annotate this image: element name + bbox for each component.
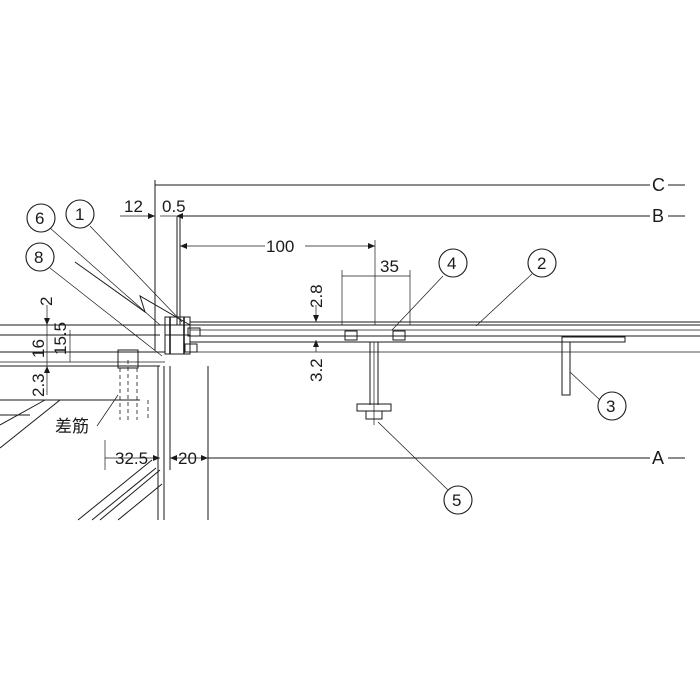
svg-text:2: 2 bbox=[537, 254, 546, 273]
dimension-16: 16 bbox=[29, 325, 48, 366]
callout-3: 3 bbox=[569, 371, 627, 421]
svg-text:32.5: 32.5 bbox=[115, 449, 148, 468]
dimension-12: 12 bbox=[120, 197, 155, 219]
dimension-32-5: 32.5 bbox=[104, 440, 160, 470]
dimension-0-5: 0.5 bbox=[160, 197, 186, 219]
svg-text:4: 4 bbox=[447, 254, 456, 273]
svg-text:3: 3 bbox=[606, 397, 615, 416]
svg-text:16: 16 bbox=[29, 339, 48, 358]
level-b-label: B bbox=[652, 206, 664, 226]
dimension-100: 100 bbox=[180, 237, 376, 325]
svg-text:12: 12 bbox=[124, 197, 143, 216]
rebar-anchor: 差筋 bbox=[55, 349, 149, 436]
level-c-label: C bbox=[652, 175, 665, 195]
callout-5: 5 bbox=[377, 421, 473, 515]
dimension-2: 2 bbox=[37, 297, 56, 325]
dimension-2-3: 2.3 bbox=[29, 366, 50, 397]
rebar-label: 差筋 bbox=[55, 417, 89, 436]
svg-text:2: 2 bbox=[37, 297, 56, 306]
deck-plate bbox=[0, 321, 700, 367]
dimension-2-8: 2.8 bbox=[307, 284, 326, 322]
callout-4: 4 bbox=[391, 248, 468, 331]
dimension-3-2: 3.2 bbox=[307, 340, 326, 382]
svg-text:2.3: 2.3 bbox=[29, 373, 48, 397]
lower-structure bbox=[0, 366, 209, 521]
svg-text:5: 5 bbox=[452, 491, 461, 510]
callout-2: 2 bbox=[475, 248, 557, 327]
callout-6: 6 bbox=[26, 203, 161, 326]
svg-text:8: 8 bbox=[34, 248, 43, 267]
svg-text:0.5: 0.5 bbox=[162, 197, 186, 216]
svg-text:6: 6 bbox=[35, 209, 44, 228]
callout-8: 8 bbox=[25, 242, 163, 357]
svg-text:3.2: 3.2 bbox=[307, 358, 326, 382]
dimension-20: 20 bbox=[170, 449, 208, 468]
anchor-bolt bbox=[356, 342, 392, 425]
break-line bbox=[74, 261, 191, 326]
level-a-label: A bbox=[652, 448, 664, 468]
callout-1: 1 bbox=[65, 199, 183, 323]
edge-frame-profile bbox=[164, 316, 201, 355]
level-line-a: A bbox=[208, 448, 685, 468]
level-line-b: B bbox=[180, 206, 685, 226]
svg-text:35: 35 bbox=[380, 257, 399, 276]
deck-bolt-left bbox=[344, 330, 358, 341]
svg-text:15.5: 15.5 bbox=[51, 322, 70, 355]
level-line-c: C bbox=[154, 175, 685, 350]
svg-text:1: 1 bbox=[75, 205, 84, 224]
svg-text:100: 100 bbox=[266, 237, 294, 256]
dimension-15-5: 15.5 bbox=[51, 322, 71, 362]
l-bracket bbox=[561, 336, 626, 396]
deck-bolt-right bbox=[392, 330, 406, 341]
svg-text:2.8: 2.8 bbox=[307, 284, 326, 308]
svg-text:20: 20 bbox=[178, 449, 197, 468]
dimension-35: 35 bbox=[341, 257, 411, 325]
